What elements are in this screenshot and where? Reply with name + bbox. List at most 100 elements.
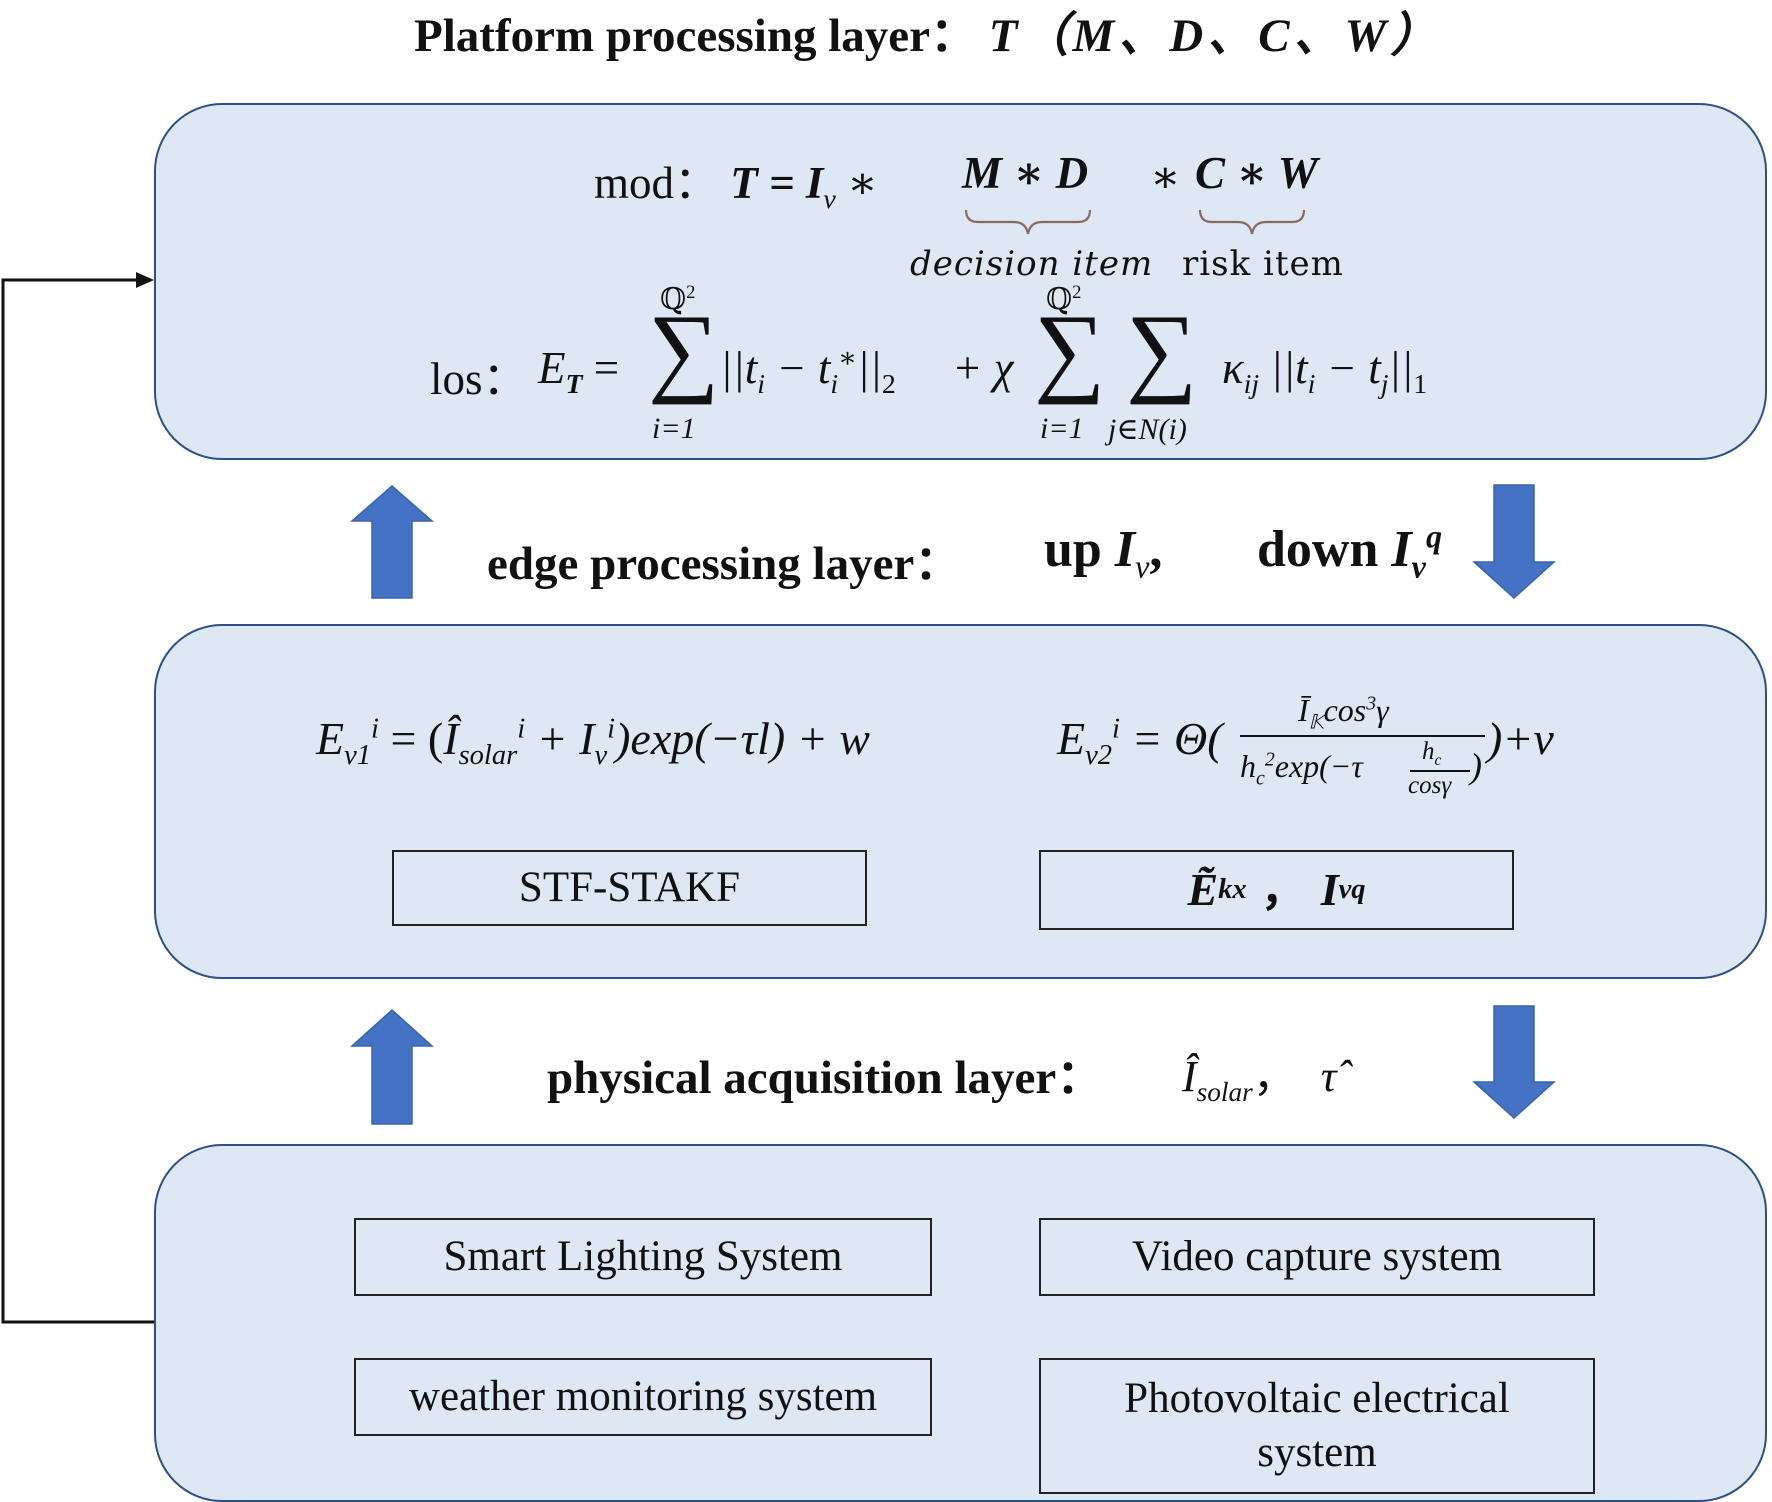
phys-sep: ， <box>1252 1052 1297 1101</box>
norm-term-2: κij ||ti − tj||1 <box>1222 342 1427 398</box>
ev2-inner-c: c <box>1434 752 1442 769</box>
decision-term: M ∗ D <box>962 148 1089 198</box>
edge-layer-title-text: edge processing layer： <box>487 538 962 590</box>
risk-term: C ∗ W <box>1195 148 1318 198</box>
ev2-numerator: Ī𝕂cos3γ <box>1298 692 1389 732</box>
ev2-lhs: Ev2i = Θ( <box>1057 712 1223 770</box>
phys-solar: solar <box>1196 1076 1253 1107</box>
platform-layer-box <box>154 103 1767 460</box>
ev1-solar: solar <box>458 740 518 772</box>
norm-term-1: ||ti − ti∗||2 <box>720 342 896 398</box>
ev2-fraction-bar <box>1240 735 1485 737</box>
out-sep: ， <box>1260 864 1307 916</box>
sum-1-symbol: ∑ <box>648 294 720 405</box>
ev2-num-cos: cos <box>1323 692 1367 728</box>
mod-label: mod： <box>594 158 720 208</box>
ev1-Ihat: Î <box>443 713 459 764</box>
ev2-sup: i <box>1112 713 1120 745</box>
mod-lhs-sub: ν <box>823 184 836 215</box>
sum-2-upper: ℚ2 <box>1046 282 1081 317</box>
edge-down-I: I <box>1391 521 1412 578</box>
sum-2-upper-sup: 2 <box>1072 282 1082 303</box>
ev2-E: E <box>1057 713 1086 764</box>
sum-2-upper-Q: ℚ <box>1046 283 1073 316</box>
ev2-num-gamma: γ <box>1376 692 1389 728</box>
sum-3-symbol: ∑ <box>1126 294 1198 405</box>
physical-layer-title: physical acquisition layer： <box>547 1038 1103 1107</box>
phys-Ihat: Î <box>1182 1052 1197 1101</box>
smart-lighting-system-box: Smart Lighting System <box>354 1218 932 1296</box>
edge-layer-title: edge processing layer： <box>487 524 961 593</box>
ev2-den-h: h <box>1240 748 1256 784</box>
edge-down-nu: ν <box>1411 548 1426 585</box>
norm1-norm: 2 <box>881 369 896 400</box>
ev1-Ihat-sup: i <box>517 713 526 745</box>
ev1-formula: Ev1i = (Îsolari + Ivi)exp(−τl) + w <box>316 712 870 770</box>
edge-up-nu: ν <box>1135 548 1150 585</box>
norm1-a: ||t <box>720 343 758 393</box>
phys-tau: τ̂ <box>1320 1052 1337 1101</box>
physical-layer-vars: Îsolar， τ̂ <box>1182 1040 1337 1107</box>
video-capture-system-box: Video capture system <box>1039 1218 1595 1296</box>
stf-stakf-box: STF-STAKF <box>392 850 867 926</box>
ev1-E: E <box>316 713 345 764</box>
los-lhs-E: E <box>538 343 566 393</box>
decision-item-label: decision item <box>910 244 1154 284</box>
mod-star-2: ∗ <box>1150 152 1181 202</box>
ev1-inner: −τl <box>709 713 770 764</box>
los-label: los： <box>430 354 528 404</box>
physical-up-arrow <box>350 1008 434 1125</box>
ev2-den-2: 2 <box>1264 748 1275 771</box>
ev2-eq: = Θ( <box>1131 713 1223 764</box>
physical-down-arrow <box>1472 1005 1556 1120</box>
edge-up-text: up <box>1044 521 1102 578</box>
plus-chi: + χ <box>952 343 1014 393</box>
norm1-mid: − t <box>765 343 831 393</box>
out-I: I <box>1320 864 1339 916</box>
norm2-sub2: j <box>1380 369 1389 400</box>
ev2-inner-h: h <box>1422 738 1435 765</box>
norm2-sub: i <box>1307 369 1316 400</box>
ev1-plus: + I <box>525 713 595 764</box>
ev1-sup: i <box>371 713 379 745</box>
ev2-denominator: hc2exp(−τ <box>1240 748 1363 788</box>
edge-up-arrow <box>350 485 434 599</box>
edge-down-q: q <box>1425 518 1443 555</box>
ev2-inner-bar <box>1410 770 1470 772</box>
norm2-end: || <box>1388 343 1414 393</box>
ev1-sub: v1 <box>344 740 372 772</box>
ev2-den-close: ) <box>1470 746 1482 786</box>
ev2-tail: )+ν <box>1487 713 1554 764</box>
ev2-inner-num: hc <box>1422 738 1442 769</box>
edge-down-label: down Iνq <box>1257 518 1443 583</box>
sum-1-upper-sup: 2 <box>686 282 696 303</box>
kappa: κ <box>1222 343 1244 393</box>
sum-1-lower: i=1 <box>652 412 696 445</box>
norm1-sup: ∗ <box>838 343 858 374</box>
norm2-a: ||t <box>1270 343 1308 393</box>
physical-layer-title-text: physical acquisition layer： <box>547 1052 1104 1104</box>
mod-formula: mod： T = Iν ∗ <box>594 146 878 213</box>
ev2-den-c: c <box>1256 767 1265 790</box>
edge-down-arrow <box>1472 484 1556 600</box>
ev2-den-exp: exp(−τ <box>1274 748 1363 784</box>
photovoltaic-electrical-system-box: Photovoltaic electrical system <box>1039 1358 1595 1494</box>
platform-layer-title: Platform processing layer： T（M、D、C、W） <box>414 0 1441 65</box>
sum-3-lower: j∈N(i) <box>1108 413 1187 446</box>
platform-layer-title-formula: T（M、D、C、W） <box>988 10 1442 62</box>
ev1-close: ) + w <box>769 713 870 764</box>
sum-1-upper: ℚ2 <box>660 282 695 317</box>
norm2-norm: 1 <box>1413 369 1428 400</box>
ev2-num-3: 3 <box>1366 692 1377 715</box>
edge-up-label: up Iν, <box>1044 521 1163 585</box>
edge-down-text: down <box>1257 521 1379 578</box>
kappa-sub: ij <box>1243 369 1260 400</box>
ev2-num-I: Ī <box>1298 692 1309 728</box>
ev1-after: )exp( <box>615 713 710 764</box>
sum-1-upper-Q: ℚ <box>660 283 687 316</box>
ev2-inner-den: cosγ <box>1408 772 1452 799</box>
out-E: Ẽ <box>1187 864 1219 916</box>
los-lhs-sub: T <box>565 369 583 400</box>
ev2-num-K: 𝕂 <box>1308 711 1324 734</box>
